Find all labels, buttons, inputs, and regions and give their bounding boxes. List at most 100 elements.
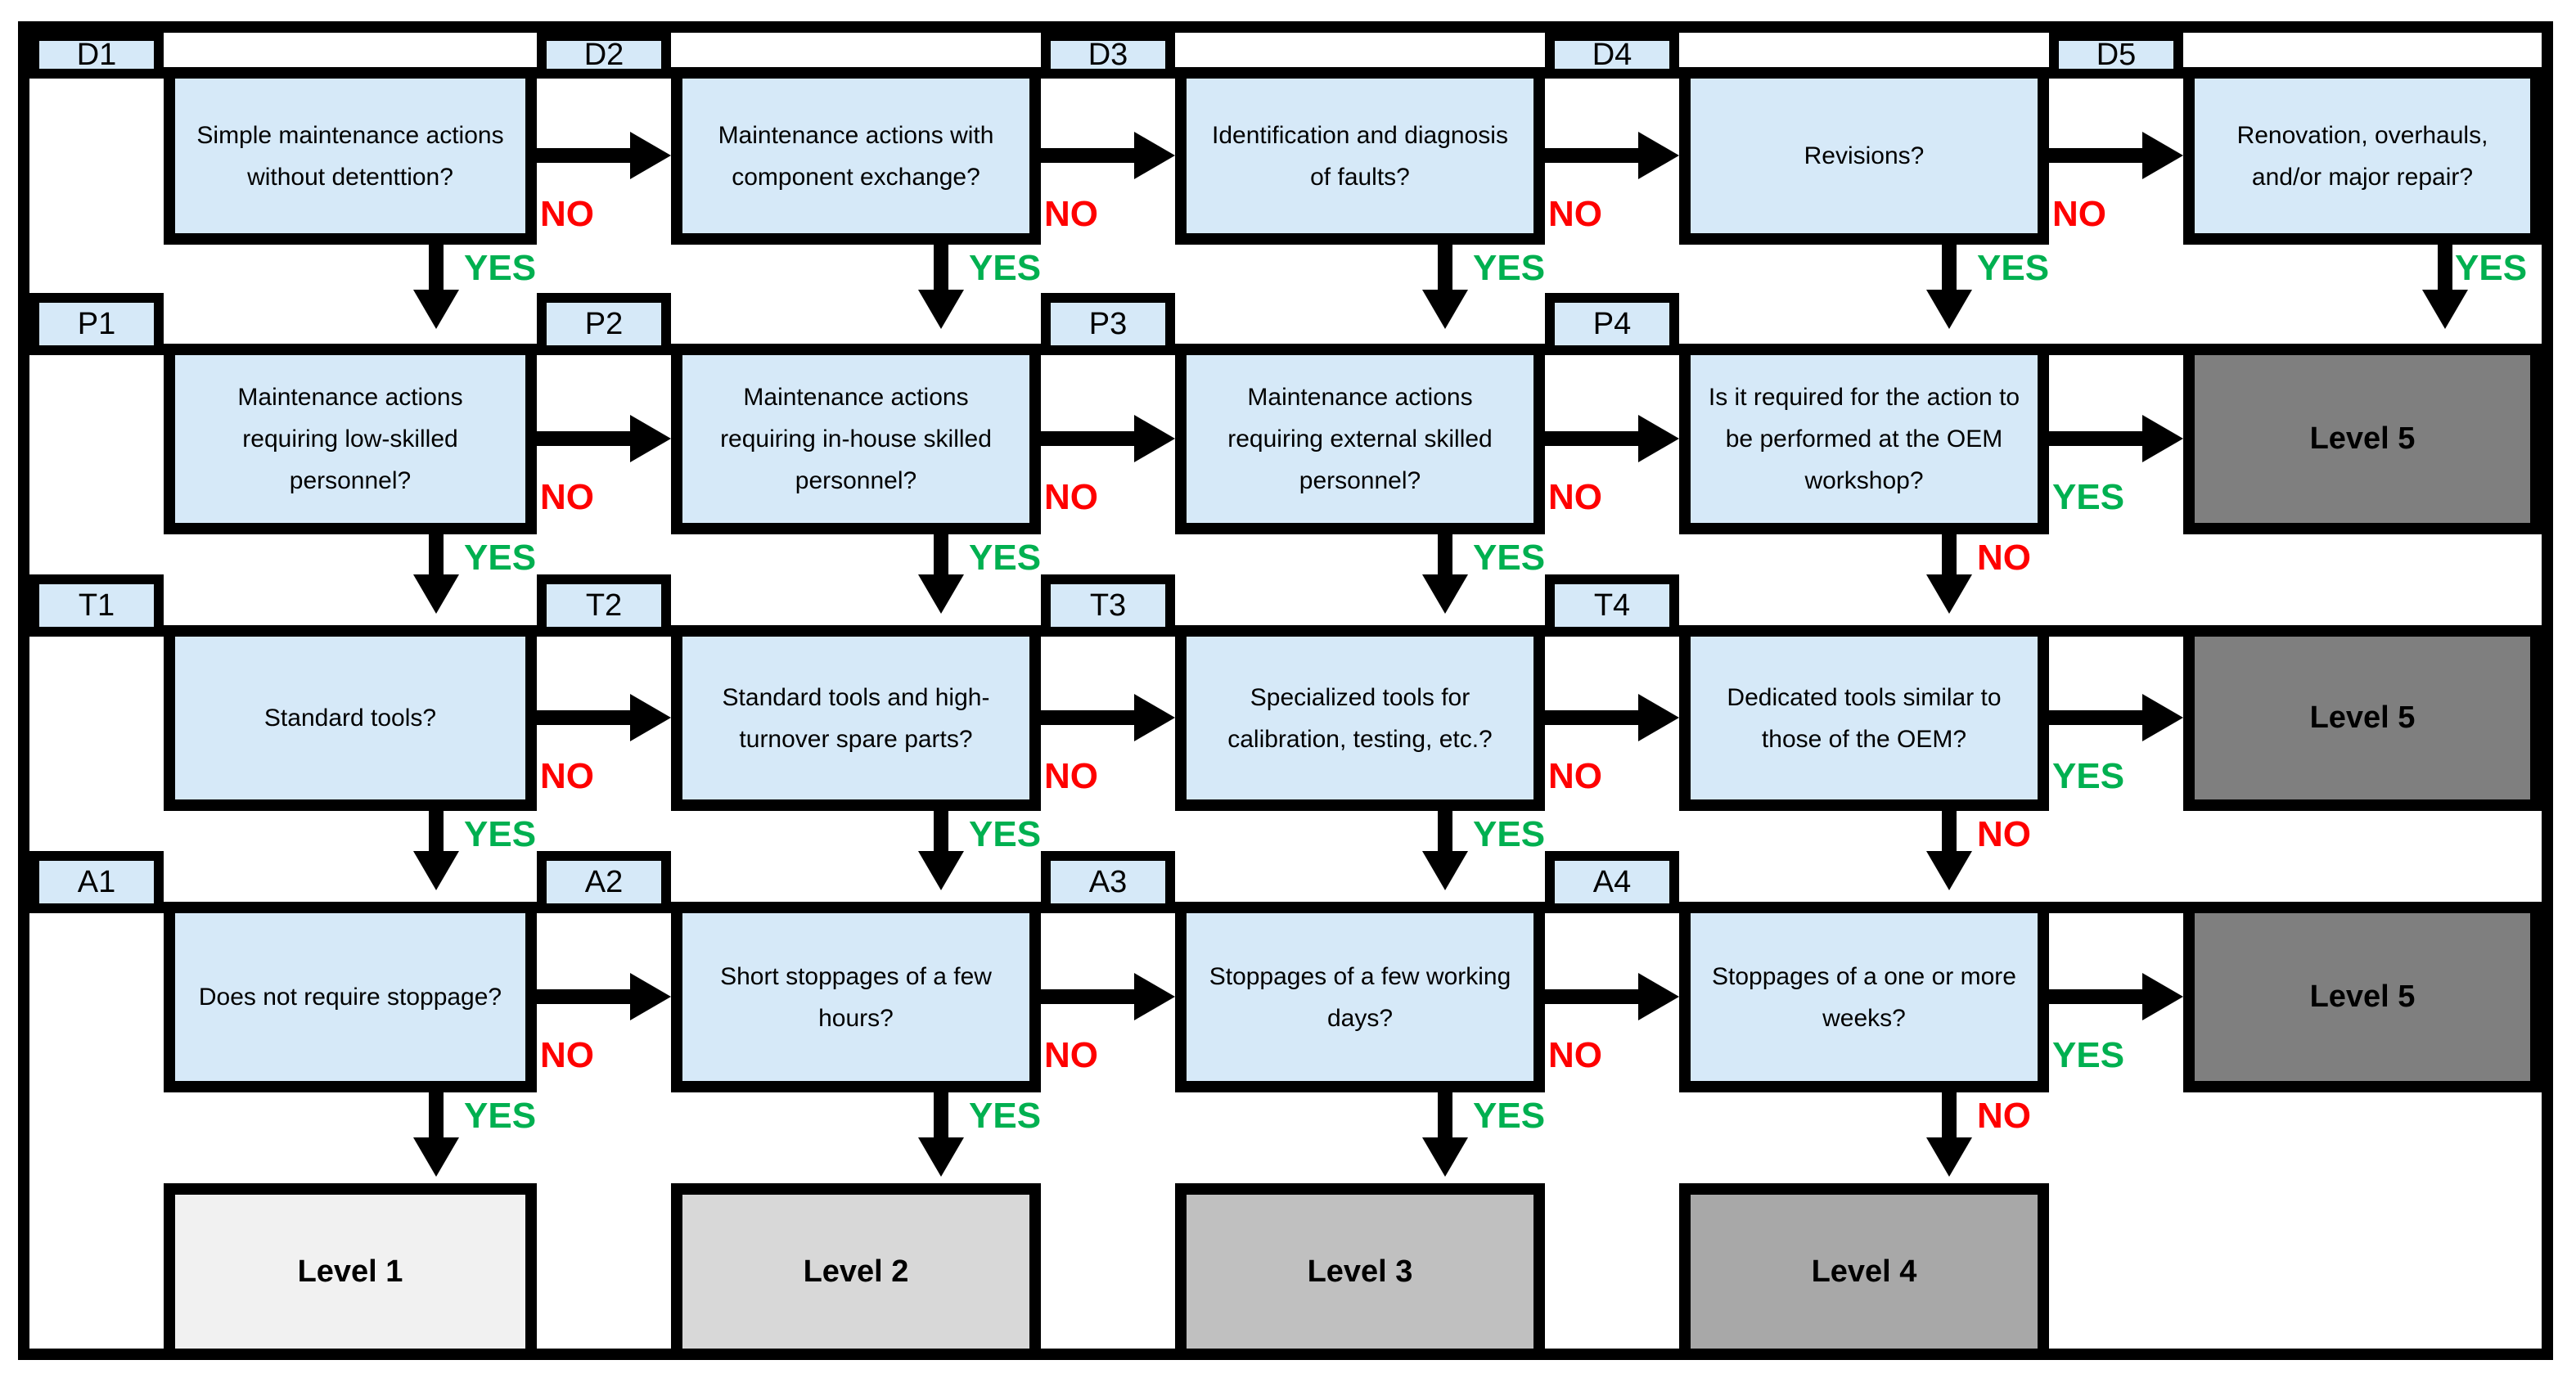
arrow-yes-t4-level5: [2047, 710, 2142, 725]
tab-a2: A2: [537, 851, 671, 913]
arrow-yes-p3-t3: [1438, 525, 1452, 574]
question-t3: Specialized tools for calibration, testi…: [1175, 625, 1545, 811]
question-a1: Does not require stoppage?: [164, 902, 537, 1092]
question-d4: Revisions?: [1679, 67, 2049, 245]
label-no-d2: NO: [1044, 194, 1098, 234]
terminal-level5-row-a: Level 5: [2183, 902, 2542, 1092]
tab-a4: A4: [1545, 851, 1679, 913]
question-t1: Standard tools?: [164, 625, 537, 811]
arrow-yes-a3-level3: [1438, 1083, 1452, 1137]
arrow-no-a1-a2: [535, 989, 630, 1004]
arrow-yes-d2-p2: [934, 236, 948, 290]
label-no-a2: NO: [1044, 1035, 1098, 1075]
label-yes-d1: YES: [464, 248, 537, 288]
label-yes-t2: YES: [969, 814, 1042, 854]
arrow-no-t3-t4: [1543, 710, 1638, 725]
tab-d4: D4: [1545, 31, 1679, 79]
arrow-yes-a4-level5: [2047, 989, 2142, 1004]
label-yes-d5: YES: [2455, 248, 2528, 288]
tab-d2: D2: [537, 31, 671, 79]
tab-t2: T2: [537, 574, 671, 637]
question-p3: Maintenance actions requiring external s…: [1175, 344, 1545, 534]
arrow-no-a2-a3: [1039, 989, 1134, 1004]
arrow-yes-p2-t2: [934, 525, 948, 574]
arrow-yes-p1-t1: [429, 525, 444, 574]
tab-a3: A3: [1041, 851, 1175, 913]
tab-p4: P4: [1545, 293, 1679, 355]
question-p2: Maintenance actions requiring in-house s…: [671, 344, 1041, 534]
arrow-no-p4-t4: [1942, 525, 1957, 574]
arrow-no-t1-t2: [535, 710, 630, 725]
tab-t4: T4: [1545, 574, 1679, 637]
terminal-level5-row-t: Level 5: [2183, 625, 2542, 811]
arrow-no-d3-d4: [1543, 148, 1638, 163]
arrow-no-d2-d3: [1039, 148, 1134, 163]
terminal-level5-row-p: Level 5: [2183, 344, 2542, 534]
label-yes-a4-right: YES: [2052, 1035, 2125, 1075]
label-no-t4-down: NO: [1977, 814, 2031, 854]
label-no-d4: NO: [2052, 194, 2106, 234]
label-yes-t1: YES: [464, 814, 537, 854]
label-yes-d2: YES: [969, 248, 1042, 288]
arrow-no-t2-t3: [1039, 710, 1134, 725]
label-yes-d4: YES: [1977, 248, 2050, 288]
arrow-no-d1-d2: [535, 148, 630, 163]
label-no-d3: NO: [1548, 194, 1602, 234]
terminal-level4: Level 4: [1679, 1183, 2049, 1360]
label-yes-a1: YES: [464, 1096, 537, 1136]
label-yes-p2: YES: [969, 538, 1042, 578]
label-yes-t3: YES: [1473, 814, 1546, 854]
tab-t1: T1: [29, 574, 164, 637]
question-a4: Stoppages of a one or more weeks?: [1679, 902, 2049, 1092]
question-t2: Standard tools and high-turnover spare p…: [671, 625, 1041, 811]
arrow-no-p2-p3: [1039, 431, 1134, 446]
tab-p2: P2: [537, 293, 671, 355]
label-no-t2: NO: [1044, 756, 1098, 796]
terminal-level1: Level 1: [164, 1183, 537, 1360]
tab-d3: D3: [1041, 31, 1175, 79]
question-p4: Is it required for the action to be perf…: [1679, 344, 2049, 534]
label-no-d1: NO: [540, 194, 594, 234]
label-yes-a3: YES: [1473, 1096, 1546, 1136]
question-d5: Renovation, overhauls, and/or major repa…: [2183, 67, 2542, 245]
question-d3: Identification and diagnosis of faults?: [1175, 67, 1545, 245]
label-no-p4-down: NO: [1977, 538, 2031, 578]
tab-d1: D1: [29, 31, 164, 79]
arrow-yes-a2-level2: [934, 1083, 948, 1137]
arrow-no-t4-a4: [1942, 802, 1957, 851]
question-p1: Maintenance actions requiring low-skille…: [164, 344, 537, 534]
arrow-no-a4-level4: [1942, 1083, 1957, 1137]
question-a3: Stoppages of a few working days?: [1175, 902, 1545, 1092]
label-yes-d3: YES: [1473, 248, 1546, 288]
arrow-yes-t3-a3: [1438, 802, 1452, 851]
question-t4: Dedicated tools similar to those of the …: [1679, 625, 2049, 811]
arrow-yes-t1-a1: [429, 802, 444, 851]
label-no-a3: NO: [1548, 1035, 1602, 1075]
arrow-no-d4-d5: [2047, 148, 2142, 163]
arrow-yes-d1-p1: [429, 236, 444, 290]
question-d1: Simple maintenance actions without deten…: [164, 67, 537, 245]
label-yes-p1: YES: [464, 538, 537, 578]
label-no-a1: NO: [540, 1035, 594, 1075]
label-yes-t4-right: YES: [2052, 756, 2125, 796]
tab-p1: P1: [29, 293, 164, 355]
label-no-a4-down: NO: [1977, 1096, 2031, 1136]
question-d2: Maintenance actions with component excha…: [671, 67, 1041, 245]
label-yes-p4-right: YES: [2052, 477, 2125, 517]
tab-p3: P3: [1041, 293, 1175, 355]
label-no-t3: NO: [1548, 756, 1602, 796]
terminal-level2: Level 2: [671, 1183, 1041, 1360]
label-yes-p3: YES: [1473, 538, 1546, 578]
arrow-yes-p4-level5: [2047, 431, 2142, 446]
arrow-yes-t2-a2: [934, 802, 948, 851]
label-no-t1: NO: [540, 756, 594, 796]
tab-t3: T3: [1041, 574, 1175, 637]
arrow-yes-a1-level1: [429, 1083, 444, 1137]
arrow-yes-d4-p4: [1942, 236, 1957, 290]
arrow-yes-d3-p3: [1438, 236, 1452, 290]
arrow-no-a3-a4: [1543, 989, 1638, 1004]
label-no-p3: NO: [1548, 477, 1602, 517]
label-yes-a2: YES: [969, 1096, 1042, 1136]
tab-a1: A1: [29, 851, 164, 913]
